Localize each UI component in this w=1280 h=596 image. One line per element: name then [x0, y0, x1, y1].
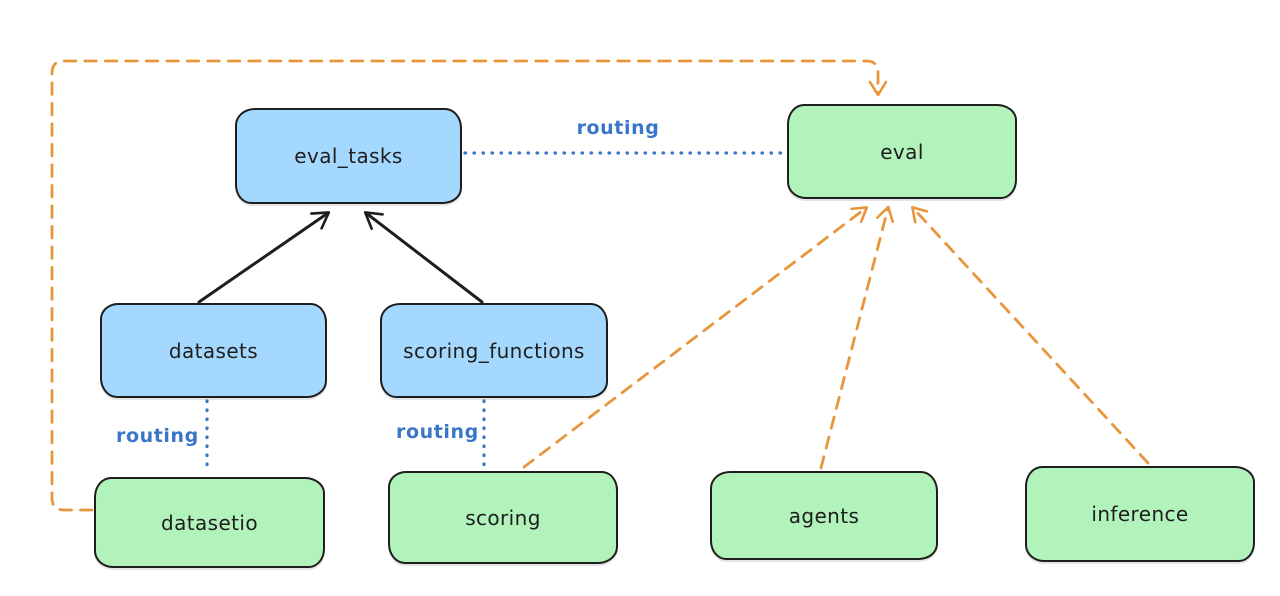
- node-datasetio: datasetio: [94, 477, 325, 568]
- node-scoring-functions: scoring_functions: [380, 303, 608, 398]
- node-inference-label: inference: [1091, 502, 1189, 526]
- node-datasets: datasets: [100, 303, 327, 398]
- edge-agents-to-eval: [819, 205, 895, 470]
- node-scoring-label: scoring: [465, 505, 541, 530]
- edge-label-routing-middle: routing: [396, 421, 479, 443]
- node-eval: eval: [787, 104, 1017, 199]
- node-datasetio-label: datasetio: [160, 510, 258, 535]
- node-datasets-label: datasets: [168, 338, 259, 363]
- node-scoring-functions-label: scoring_functions: [403, 338, 585, 363]
- edge-inference-to-eval: [911, 205, 1150, 465]
- node-eval-label: eval: [880, 139, 924, 164]
- node-agents-label: agents: [788, 503, 860, 528]
- node-agents: agents: [710, 471, 938, 560]
- edge-datasets-to-eval-tasks: [197, 211, 331, 304]
- node-inference: inference: [1025, 466, 1255, 562]
- edge-label-routing-top: routing: [576, 117, 660, 139]
- node-scoring: scoring: [388, 471, 618, 564]
- edge-label-routing-left: routing: [116, 425, 199, 447]
- edge-scoring-functions-to-eval-tasks: [363, 211, 484, 304]
- node-eval-tasks: eval_tasks: [235, 108, 462, 204]
- node-eval-tasks-label: eval_tasks: [294, 144, 403, 168]
